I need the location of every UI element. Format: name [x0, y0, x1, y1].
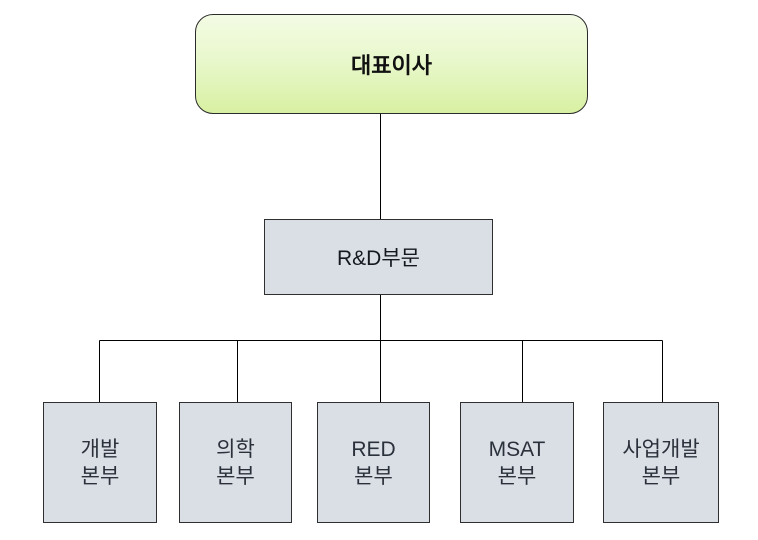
org-node-ceo: 대표이사 — [195, 14, 588, 114]
dept-label-line: 사업개발 — [622, 437, 700, 461]
org-node-dept-medical: 의학 본부 — [179, 402, 292, 523]
dept-label-line: 본부 — [354, 464, 393, 488]
dept-label-line: 본부 — [80, 464, 120, 488]
org-node-rnd-division: R&D부문 — [264, 219, 493, 295]
org-node-dept-business-development: 사업개발 본부 — [603, 402, 719, 523]
dept-label-line: 의학 — [216, 437, 255, 461]
dept-label-line: RED — [351, 437, 396, 461]
dept-label-line: 본부 — [216, 464, 255, 488]
org-node-dept-development: 개발 본부 — [43, 402, 157, 523]
org-node-ceo-label: 대표이사 — [351, 53, 432, 78]
dept-label-line: 본부 — [497, 464, 537, 488]
org-node-dept-msat: MSAT 본부 — [460, 402, 574, 523]
dept-label-line: 본부 — [641, 464, 681, 488]
org-node-rnd-division-label: R&D부문 — [337, 247, 420, 270]
dept-label-line: MSAT — [488, 437, 546, 461]
org-node-dept-red: RED 본부 — [317, 402, 430, 523]
dept-label-line: 개발 — [80, 437, 120, 461]
